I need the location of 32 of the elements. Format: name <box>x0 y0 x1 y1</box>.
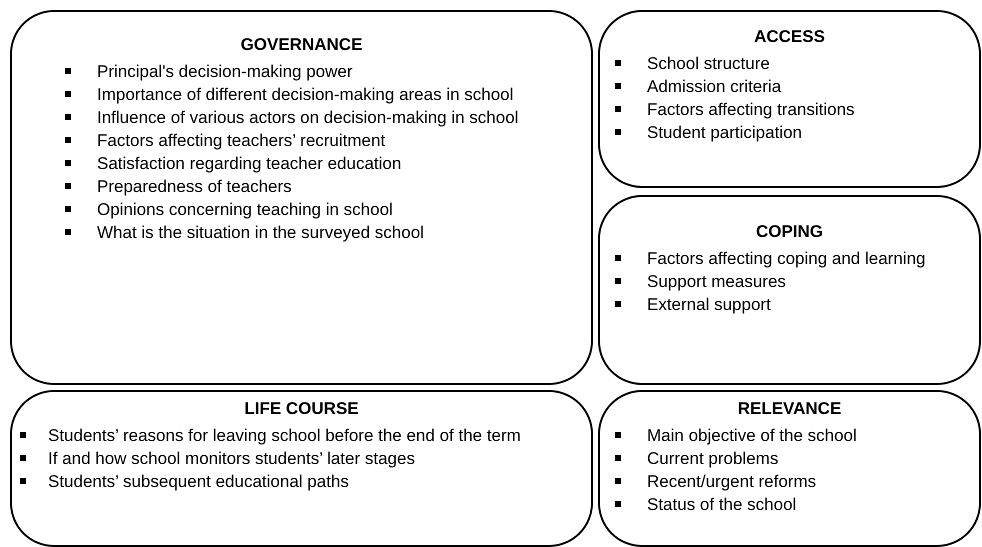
panel-heading: RELEVANCE <box>736 398 842 420</box>
bullet-text: External support <box>647 294 772 316</box>
bullet-text: Recent/urgent reforms <box>647 471 818 493</box>
topic-panel <box>598 390 981 547</box>
bullet-text: Support measures <box>647 271 787 293</box>
bullet-text: Importance of different decision-making areas in school <box>97 84 514 106</box>
panel-heading: COPING <box>754 221 824 243</box>
bullet-text: School structure <box>647 53 771 75</box>
panel-heading: LIFE COURSE <box>243 398 360 420</box>
bullet-text: Factors affecting teachers’ recruitment <box>97 130 386 152</box>
topic-panel <box>10 390 593 547</box>
bullet-text: Influence of various actors on decision-making in school <box>97 107 520 129</box>
bullet-text: Principal's decision-making power <box>97 61 354 83</box>
bullet-text: Student participation <box>647 122 803 144</box>
panel-heading: ACCESS <box>753 26 826 48</box>
bullet-text: Students’ subsequent educational paths <box>48 471 350 493</box>
bullet-text: Satisfaction regarding teacher education <box>97 153 402 175</box>
bullet-text: If and how school monitors students’ later stages <box>48 448 416 470</box>
bullet-text: Status of the school <box>647 494 798 516</box>
bullet-text: Preparedness of teachers <box>97 176 293 198</box>
bullet-text: Opinions concerning teaching in school <box>97 199 394 221</box>
bullet-text: Factors affecting transitions <box>647 99 856 121</box>
bullet-text: Factors affecting coping and learning <box>647 248 926 270</box>
bullet-text: Students’ reasons for leaving school before the end of the term <box>48 425 522 447</box>
topic-panel <box>598 10 981 188</box>
topic-panel <box>598 195 981 385</box>
bullet-text: Current problems <box>647 448 780 470</box>
bullet-text: Admission criteria <box>647 76 782 98</box>
panel-heading: GOVERNANCE <box>240 34 364 56</box>
topic-panel <box>10 10 593 385</box>
bullet-text: What is the situation in the surveyed school <box>97 222 425 244</box>
bullet-text: Main objective of the school <box>647 425 858 447</box>
